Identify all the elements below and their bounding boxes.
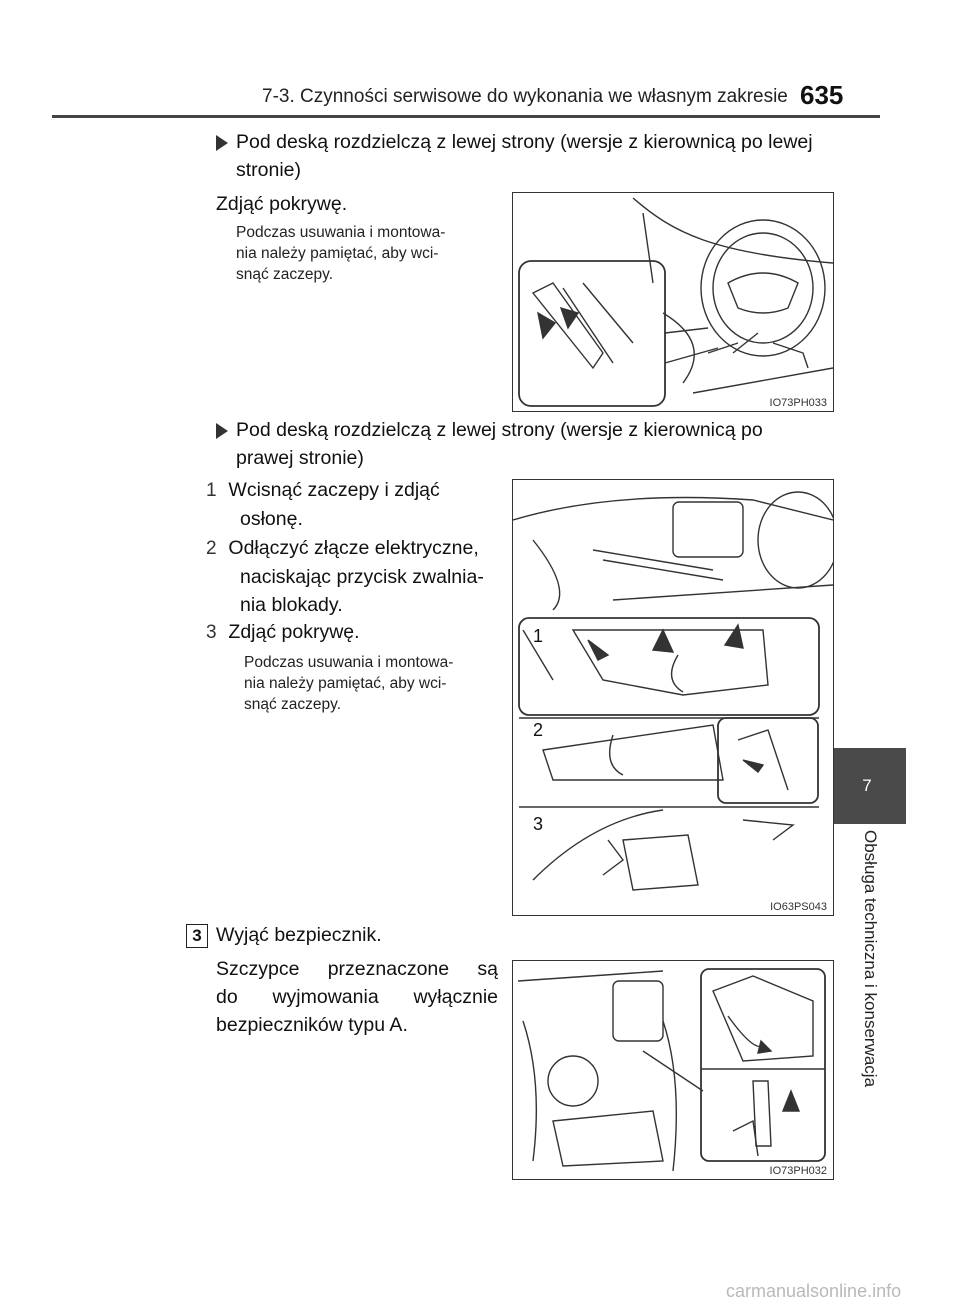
chapter-side-label: Obsługa techniczna i konserwacja [852,830,886,1130]
step-3-line1: Zdjąć pokrywę. [228,621,360,643]
bullet-rhd-line1: Pod deską rozdzielczą z lewej strony (we… [236,419,763,441]
step-1-line1: Wcisnąć zaczepy i zdjąć [228,479,440,501]
step-1: 1 Wcisnąć zaczepy i zdjąć osłonę. [206,476,498,533]
triangle-bullet-icon [216,134,228,151]
watermark: carmanualsonline.info [726,1281,902,1301]
desc-line: Szczypce przeznaczone są [216,958,498,980]
note-a-line: Podczas usuwania i montowa- [236,224,446,241]
note-a-line: nia należy pamiętać, aby wci- [236,245,439,262]
figure-code-a: IO73PH033 [769,397,827,409]
step-remove-fuse: Wyjąć bezpiecznik. [216,924,382,946]
figure-fuse-box: IO73PH032 [512,960,834,1180]
desc-line: do wyjmowania wyłącznie [216,986,498,1008]
figure-dashboard-rhd: 1 2 3 IO63PS043 [512,479,834,916]
note-b-line: nia należy pamiętać, aby wci- [244,675,447,692]
triangle-bullet-icon [216,422,228,439]
step-2-line3: nia blokady. [240,594,343,616]
note-a: Podczas usuwania i montowa- nia należy p… [236,222,498,285]
bullet-rhd: Pod deską rozdzielczą z lewej strony (we… [216,416,836,472]
bullet-lhd: Pod deską rozdzielczą z lewej strony (we… [216,128,836,184]
note-b-line: snąć zaczepy. [244,696,342,713]
bullet-rhd-line2: prawej stronie) [236,447,364,469]
step-box-number: 3 [186,924,208,948]
step-remove-cover-a: Zdjąć pokrywę. [216,193,348,215]
header-rule [52,115,880,118]
chapter-title: Obsługa techniczna i konserwacja [861,830,880,1088]
step-1-line2: osłonę. [240,508,303,530]
figure-dashboard-lhd: IO73PH033 [512,192,834,412]
figure-callout-1: 1 [533,626,544,646]
step-2: 2 Odłączyć złącze elektryczne, naciskają… [206,534,498,619]
step-3: 3 Zdjąć pokrywę. [206,618,498,647]
figure-code-b: IO63PS043 [770,901,827,913]
bullet-lhd-line2: stronie) [236,159,302,181]
step-number: 2 [206,538,217,559]
step-2-line2: naciskając przycisk zwalnia- [240,566,484,588]
step-number: 3 [206,622,217,643]
figure-callout-3: 3 [533,814,544,834]
bullet-lhd-line1: Pod deską rozdzielczą z lewej strony (we… [236,131,813,153]
desc-line: bezpieczników typu A. [216,1014,408,1036]
note-b-line: Podczas usuwania i montowa- [244,654,454,671]
step-2-line1: Odłączyć złącze elektryczne, [228,537,479,559]
tweezers-description: Szczypce przeznaczone są do wyjmowania w… [216,955,498,1039]
page-number: 635 [800,80,844,110]
figure-callout-2: 2 [533,720,544,740]
figure-code-c: IO73PH032 [769,1165,827,1177]
section-header-title: 7-3. Czynności serwisowe do wykonania we… [262,86,788,107]
note-a-line: snąć zaczepy. [236,266,334,283]
step-number: 1 [206,480,217,501]
chapter-tab: 7 [828,748,906,824]
note-b: Podczas usuwania i montowa- nia należy p… [244,652,498,715]
